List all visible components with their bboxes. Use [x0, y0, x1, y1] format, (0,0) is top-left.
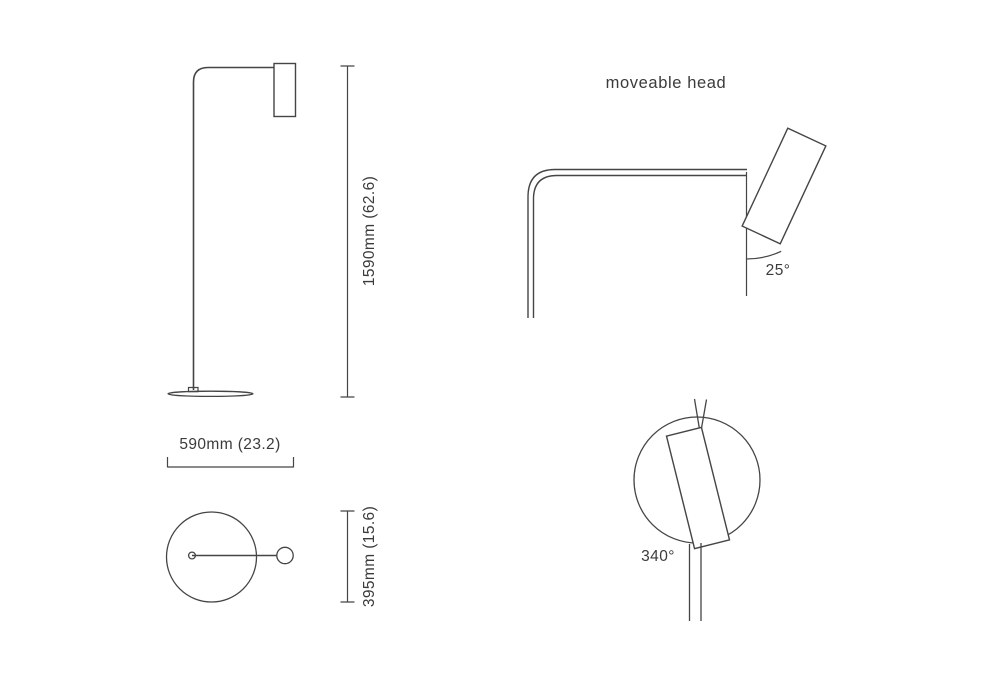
depth-dimension-label: 395mm (15.6) — [361, 506, 378, 607]
arm-inner-line — [532, 174, 747, 318]
tilted-head — [741, 127, 827, 245]
tilt-angle-arc — [746, 250, 782, 260]
width-dimension-label: 590mm (23.2) — [179, 436, 280, 453]
tilt-angle-label: 25° — [766, 262, 791, 279]
height-dimension-label: 1590mm (62.6) — [361, 176, 378, 286]
depth-dimension: 395mm (15.6) — [340, 506, 378, 607]
lamp-head — [273, 62, 297, 118]
rotation-angle-label: 340° — [641, 548, 675, 565]
height-dimension: 1590mm (62.6) — [340, 65, 378, 398]
moveable-head-title: moveable head — [606, 74, 727, 92]
pole-cross-section — [187, 551, 197, 560]
rotating-head — [665, 426, 731, 550]
lamp-side-view — [167, 62, 297, 398]
width-dimension: 590mm (23.2) — [166, 436, 295, 468]
lamp-base — [167, 390, 254, 398]
lamp-pole — [192, 66, 276, 390]
rotation-gap-line-right — [700, 399, 708, 432]
lamp-top-view — [165, 511, 294, 603]
head-cross-section — [276, 546, 294, 565]
head-tilt-view: moveable head 25° — [527, 74, 827, 318]
depth-dimension-line — [340, 510, 355, 603]
width-dimension-line — [166, 457, 295, 468]
rotation-gap-line-left — [693, 398, 701, 432]
base-disc-outline — [165, 511, 258, 603]
height-dimension-line — [340, 65, 355, 398]
head-rotation-view: 340° — [633, 398, 761, 621]
arm-outer-line — [527, 168, 747, 318]
